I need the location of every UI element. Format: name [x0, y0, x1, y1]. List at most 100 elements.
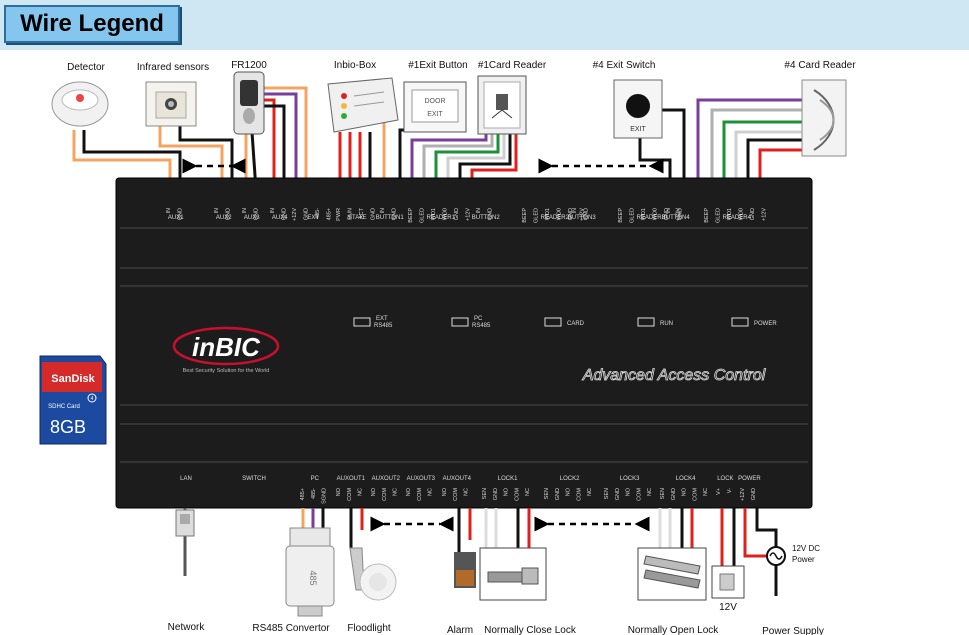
- bottom-group-power: POWER: [738, 476, 761, 482]
- floodlight-device: [349, 547, 397, 601]
- top-pin-reader2-3: WD0: [557, 208, 563, 220]
- led-3: [637, 317, 655, 327]
- label-reader4: #4 Card Reader: [784, 60, 856, 71]
- bottom-pin-lock4-0: SEN: [660, 488, 666, 499]
- inbic-logo: inBIC Best Security Solution for the Wor…: [172, 326, 280, 374]
- wire-reader1-black: [458, 132, 512, 190]
- bottom-group-auxout3: AUXOUT3: [407, 476, 436, 482]
- top-pin-button4-0: IN: [666, 208, 672, 214]
- label-no-lock: Normally Open Lock: [628, 625, 720, 635]
- top-pin-reader1-1: GLED: [420, 208, 426, 223]
- top-pin-reader1-0: BEEP: [408, 208, 414, 223]
- label-12v: 12V: [719, 602, 737, 613]
- top-group-aux1: AUX1: [168, 215, 184, 221]
- top-pin-aux3-1: GND: [254, 208, 260, 220]
- wire-reader4-white: [734, 130, 804, 190]
- bottom-pin-lock2-3: COM: [576, 488, 582, 501]
- top-group-aux4: AUX4: [272, 215, 288, 221]
- bottom-devices: 485: [175, 509, 786, 617]
- bottom-group-lock: LOCK: [717, 476, 733, 482]
- led-sublabel-0: RS485: [374, 323, 393, 329]
- wire-detector-orange: [72, 130, 172, 190]
- power-dc-line2: Power: [792, 555, 815, 564]
- bottom-pin-auxout1-0: NO: [336, 487, 342, 496]
- top-device-labels: Detector Infrared sensors FR1200 Inbio-B…: [67, 60, 856, 73]
- wire-reader1-green: [434, 132, 500, 190]
- top-group-button4: BUTTON4: [662, 215, 691, 221]
- top-pin-reader2-5: +12V: [580, 208, 586, 221]
- bottom-pin-lock-1: V-: [727, 488, 733, 493]
- bottom-pin-auxout3-1: COM: [417, 488, 423, 501]
- led-4: [731, 317, 749, 327]
- bottom-pin-auxout3-0: NO: [406, 487, 412, 496]
- top-group-button3: BUTTON3: [568, 215, 597, 221]
- top-pin-reader3-0: BEEP: [618, 208, 624, 223]
- bottom-group-switch: SWITCH: [242, 476, 266, 482]
- label-fr1200: FR1200: [231, 60, 267, 71]
- bottom-device-labels: Network RS485 Convertor Floodlight Alarm…: [168, 602, 824, 635]
- bottom-pin-auxout1-1: COM: [347, 488, 353, 501]
- bottom-group-lock4: LOCK4: [676, 476, 696, 482]
- label-infrared: Infrared sensors: [137, 62, 209, 73]
- bottom-pin-pc-1: 485-: [311, 488, 317, 499]
- top-pin-button2-1: GND: [488, 208, 494, 220]
- top-pin-state-1: RUN: [348, 208, 354, 220]
- reader4-device: [801, 79, 847, 157]
- top-pin-button3-1: GND: [584, 208, 590, 220]
- top-group-button1: BUTTON1: [376, 215, 405, 221]
- bottom-group-lock1: LOCK1: [498, 476, 518, 482]
- label-power-supply: Power Supply: [762, 626, 824, 635]
- bottom-pin-lock3-4: NC: [647, 488, 653, 496]
- top-group-reader1: READER1: [427, 215, 456, 221]
- bottom-pin-lock2-2: NO: [566, 487, 572, 496]
- bottom-pin-auxout1-2: NC: [358, 488, 364, 496]
- top-pin-aux3-0: IN: [242, 208, 248, 214]
- label-rs485: RS485 Convertor: [252, 623, 330, 634]
- top-pin-aux1-0: IN: [166, 208, 172, 214]
- bottom-pin-auxout4-2: NC: [464, 488, 470, 496]
- top-pin-aux4-1: GND: [282, 208, 288, 220]
- sd-card: SanDisk SDHC Card 4 8GB: [39, 355, 107, 445]
- sd-brand: SanDisk: [51, 373, 95, 385]
- 12v-adapter-device: [711, 565, 745, 599]
- logo-tagline: Best Security Solution for the World: [183, 368, 270, 374]
- wire-reader1-white: [446, 132, 506, 190]
- top-devices: DOOR EXIT EXIT: [51, 71, 847, 157]
- top-pin-reader4-5: +12V: [762, 208, 768, 221]
- top-group-ext: EXT: [307, 215, 319, 221]
- top-pin-ext-1: GND: [304, 208, 310, 220]
- bottom-pin-lock4-3: COM: [692, 488, 698, 501]
- controller-subtitle: Advanced Access Control: [582, 367, 766, 384]
- top-pin-button1-0: IN: [380, 208, 386, 214]
- top-pin-reader3-2: WD1: [641, 208, 647, 220]
- bottom-group-lock3: LOCK3: [620, 476, 640, 482]
- wire-power-black: [755, 508, 778, 548]
- label-network: Network: [168, 622, 206, 633]
- wire-reader4-red: [758, 148, 806, 190]
- top-pin-reader1-5: +12V: [466, 208, 472, 221]
- rs485-text: 485: [308, 570, 318, 585]
- inbio-box-device: [327, 77, 399, 133]
- bottom-group-lan: LAN: [180, 476, 192, 482]
- label-reader1: #1Card Reader: [478, 60, 547, 71]
- bottom-pin-lock2-4: NC: [587, 488, 593, 496]
- top-group-button2: BUTTON2: [472, 215, 501, 221]
- top-pin-ext-3: 485+: [327, 208, 333, 220]
- top-pin-reader4-0: BEEP: [704, 208, 710, 223]
- wire-reader4-black: [746, 138, 806, 190]
- top-group-reader2: READER2: [541, 215, 570, 221]
- bottom-pin-lock1-4: NC: [525, 488, 531, 496]
- led-label-1: PC: [474, 316, 483, 322]
- bottom-group-auxout2: AUXOUT2: [372, 476, 401, 482]
- top-pin-reader3-1: GLED: [630, 208, 636, 223]
- label-alarm: Alarm: [447, 625, 473, 635]
- led-1: [451, 317, 469, 327]
- alarm-device: [454, 552, 476, 588]
- top-pin-aux2-0: IN: [214, 208, 220, 214]
- wire-reader1-gray: [422, 132, 494, 190]
- led-label-0: EXT: [376, 316, 388, 322]
- top-pin-reader3-4: GND: [664, 208, 670, 220]
- wire-fr1200-purple: [262, 92, 298, 190]
